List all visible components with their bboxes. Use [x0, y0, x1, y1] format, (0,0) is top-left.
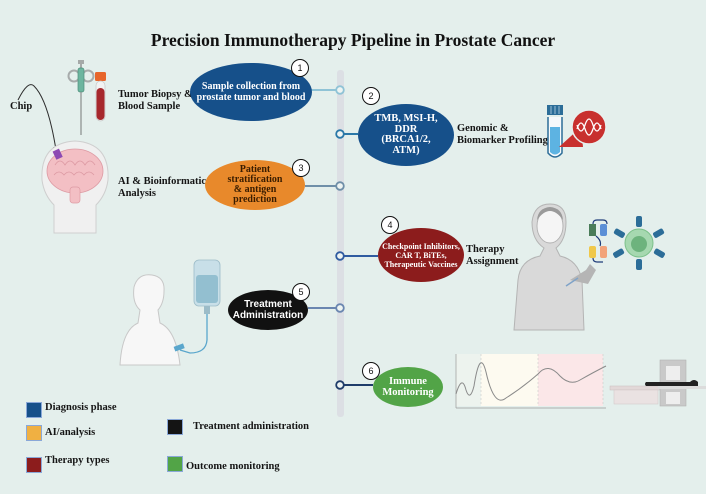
- legend-swatch-diagnosis: [26, 402, 42, 418]
- therapy-assignment-label: Therapy Assignment: [466, 244, 519, 267]
- legend-swatch-ai-analysis: [26, 425, 42, 441]
- timeline-node-step-4: [335, 251, 345, 261]
- legend-swatch-outcome-monitoring: [167, 456, 183, 472]
- legend-label-outcome-monitoring: Outcome monitoring: [186, 461, 280, 472]
- dna-test-tube-icon: [547, 105, 607, 158]
- brain-head-icon: [41, 140, 109, 234]
- immune-response-graph-icon: [455, 354, 607, 409]
- step-5-badge: 5: [292, 283, 310, 301]
- legend-swatch-therapy-types: [26, 457, 42, 473]
- step-1-badge: 1: [291, 59, 309, 77]
- step-2-badge: 2: [362, 87, 380, 105]
- timeline-node-step-5: [335, 303, 345, 313]
- step-2-node[interactable]: TMB, MSI-H,DDR(BRCA1/2,ATM): [358, 104, 454, 166]
- timeline-node-step-3: [335, 181, 345, 191]
- timeline-node-step-1: [335, 85, 345, 95]
- step-3-badge: 3: [292, 159, 310, 177]
- timeline-spine: [337, 70, 344, 417]
- legend-label-therapy-types: Therapy types: [45, 455, 110, 466]
- step-4-node[interactable]: Checkpoint Inhibitors,CAR T, BiTEs,Thera…: [378, 228, 464, 282]
- mri-scanner-icon: [609, 359, 706, 407]
- ai-bioinformatics-label: AI & Bioinformatics Analysis: [118, 176, 211, 199]
- diagram-title: Precision Immunotherapy Pipeline in Pros…: [150, 30, 556, 50]
- legend-label-diagnosis: Diagnosis phase: [45, 402, 117, 413]
- step-4-badge: 4: [381, 216, 399, 234]
- timeline-node-step-6: [335, 380, 345, 390]
- iv-bag-patient-icon: [119, 259, 221, 366]
- timeline-node-step-2: [335, 129, 345, 139]
- legend-label-ai-analysis: AI/analysis: [45, 427, 96, 438]
- chip-icon: [52, 148, 63, 160]
- legend-label-treatment-administration: Treatment administration: [193, 421, 309, 432]
- legend-swatch-treatment-administration: [167, 419, 183, 435]
- car-t-cell-icon: [613, 216, 665, 270]
- patient-vaccination-icon: [513, 203, 596, 331]
- genomic-profiling-label: Genomic & Biomarker Profiling: [457, 123, 548, 146]
- bispecific-antibody-icon: [589, 219, 608, 263]
- tumor-biopsy-label: Tumor Biopsy & Blood Sample: [118, 89, 193, 112]
- chip-label: Chip: [10, 101, 33, 112]
- biopsy-needle-icon: [67, 60, 95, 135]
- step-6-badge: 6: [362, 362, 380, 380]
- blood-tube-icon: [95, 72, 106, 122]
